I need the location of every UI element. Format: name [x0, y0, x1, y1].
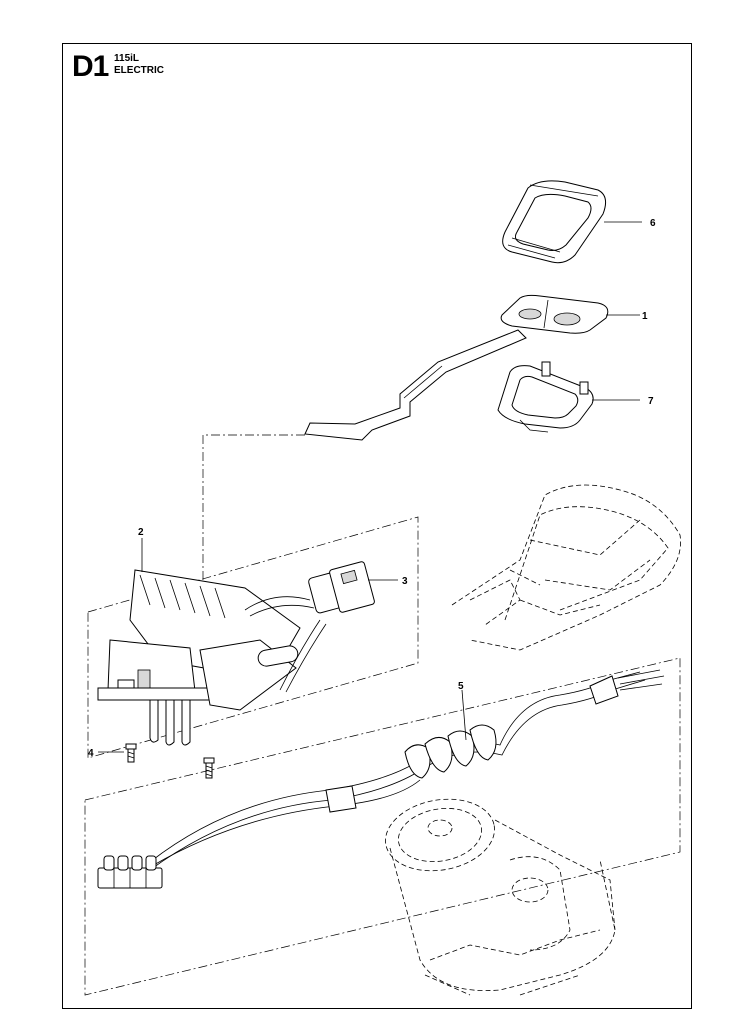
callout-7: 7: [648, 396, 654, 407]
part-3-switch[interactable]: [244, 561, 375, 693]
assembly-chain-line: [202, 434, 305, 590]
terminal-block: [97, 855, 163, 889]
part-1-keypad[interactable]: [500, 294, 609, 334]
group-name: ELECTRIC: [114, 65, 164, 76]
part-2-pcb[interactable]: [97, 569, 301, 746]
motor-outline: [385, 798, 616, 996]
harness-group-box: [84, 657, 681, 996]
handle-housing-outline: [451, 484, 681, 651]
diagram-code: D1: [72, 50, 109, 83]
part-5-harness[interactable]: [97, 669, 665, 889]
callout-4: 4: [88, 748, 94, 759]
callout-5: 5: [458, 681, 464, 692]
callout-3: 3: [402, 576, 408, 587]
callout-6: 6: [650, 218, 656, 229]
leader-5: [461, 689, 467, 741]
model-name: 115iL: [114, 53, 140, 64]
part-6-bezel[interactable]: [502, 180, 607, 264]
part-7-frame[interactable]: [497, 361, 594, 433]
drawing-frame: [62, 43, 692, 1009]
pcb-group-box: [87, 516, 419, 759]
callout-2: 2: [138, 527, 144, 538]
ribbon-cable: [304, 329, 527, 441]
callout-1: 1: [642, 311, 648, 322]
part-4-screws[interactable]: [125, 743, 215, 779]
